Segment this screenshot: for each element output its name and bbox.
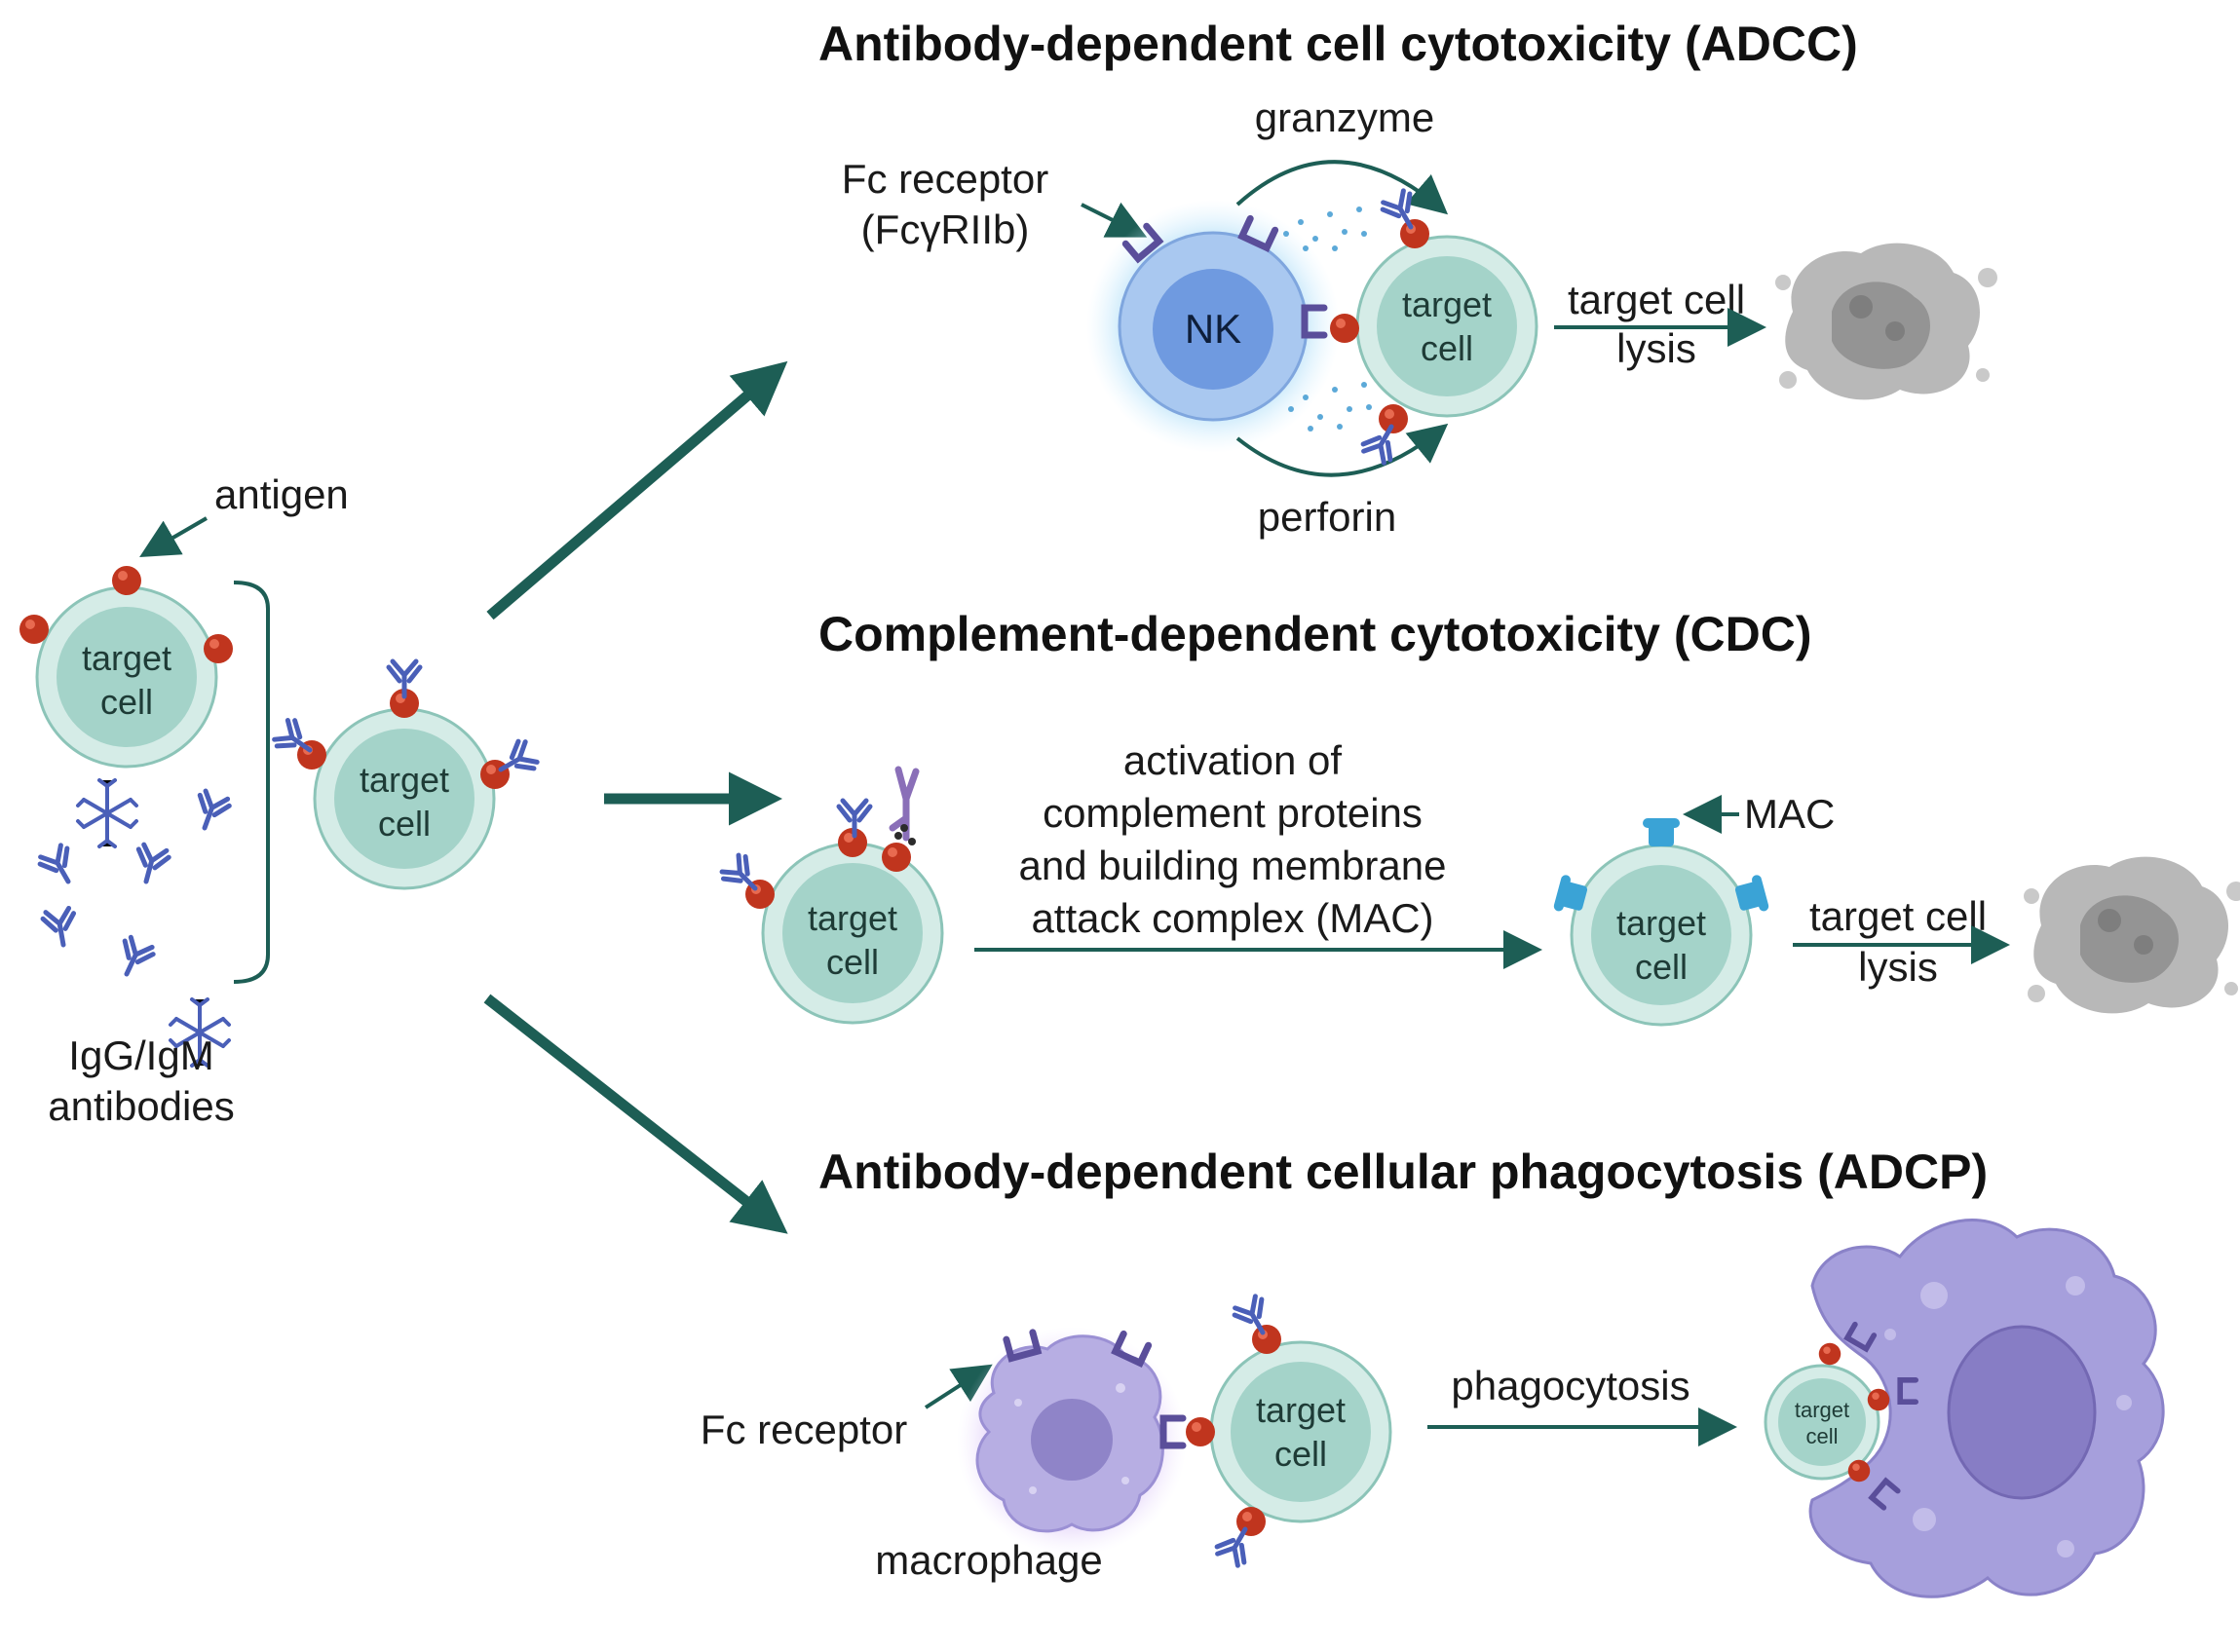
- cdc-activation-line1: activation of: [1123, 737, 1342, 783]
- nk-label: NK: [1185, 306, 1241, 352]
- mac-label: MAC: [1744, 791, 1835, 837]
- perforin-label: perforin: [1258, 494, 1396, 540]
- mac-pore-icon: [1734, 875, 1769, 912]
- cell-label-line1: target: [1616, 903, 1706, 943]
- adcc-title: Antibody-dependent cell cytotoxicity (AD…: [818, 17, 1858, 71]
- antibodies-label-line1: IgG/IgM: [68, 1032, 213, 1078]
- cdc-lysed-debris: [2024, 856, 2240, 1014]
- macrophage-cell: [957, 1327, 1187, 1557]
- cdc-lysis-label-line2: lysis: [1858, 944, 1938, 990]
- opsonized-cell: target cell: [272, 661, 539, 890]
- cdc-target-cell: target cell: [719, 766, 944, 1025]
- free-antibodies: [37, 778, 231, 1068]
- cell-label-line1: target: [1795, 1398, 1849, 1422]
- igm-icon: [76, 778, 138, 848]
- mac-pore-icon: [1643, 818, 1680, 846]
- adcc-fc-pointer-arrow: [1081, 202, 1148, 238]
- cell-label-line2: cell: [1635, 947, 1688, 987]
- macrophage-label: macrophage: [875, 1537, 1102, 1583]
- cell-label-line2: cell: [100, 682, 153, 722]
- branch-arrow-adcc: [486, 360, 788, 620]
- bracket: [233, 581, 270, 984]
- adcc-lysed-debris: [1775, 243, 1997, 400]
- adcc-fc-receptor-label-line1: Fc receptor: [842, 156, 1048, 202]
- cdc-activation-line4: attack complex (MAC): [1031, 895, 1433, 941]
- cell-label-line2: cell: [826, 942, 879, 982]
- granzyme-arrow: [1235, 160, 1449, 215]
- granzyme-label: granzyme: [1255, 94, 1434, 140]
- adcc-lysis-label-line1: target cell: [1568, 277, 1745, 322]
- cell-label-line2: cell: [1805, 1424, 1838, 1448]
- engulfing-macrophage: [1808, 1219, 2165, 1598]
- cell-label-line1: target: [82, 638, 171, 678]
- cell-label-line1: target: [1402, 284, 1492, 324]
- cdc-title: Complement-dependent cytotoxicity (CDC): [818, 607, 1812, 661]
- branch-arrow-adcp: [483, 994, 788, 1234]
- left-initial-cell: target cell: [19, 566, 233, 769]
- nk-cell: NK: [1086, 200, 1340, 453]
- phagocytosis-label: phagocytosis: [1451, 1363, 1689, 1408]
- adcp-target-cell: target cell: [1186, 1295, 1392, 1567]
- cell-label-line2: cell: [1421, 328, 1473, 368]
- antibodies-label-line2: antibodies: [48, 1083, 234, 1129]
- cdc-mac-cell: target cell: [1553, 818, 1769, 1027]
- adcc-target-cell: target cell: [1330, 189, 1538, 465]
- adcp-fc-pointer-arrow: [924, 1364, 993, 1409]
- cell-label-line2: cell: [1274, 1434, 1327, 1474]
- perforin-arrow: [1235, 423, 1449, 477]
- cell-label-line1: target: [1256, 1390, 1346, 1430]
- cell-label-line1: target: [360, 760, 449, 800]
- igm-icon: [169, 997, 231, 1068]
- adcp-fc-receptor-label: Fc receptor: [701, 1407, 907, 1452]
- antigen-label: antigen: [214, 471, 349, 517]
- granule-dots: [1283, 206, 1372, 432]
- engulfed-target-cell: target cell: [1764, 1325, 1916, 1508]
- cell-label-line1: target: [808, 898, 897, 938]
- adcp-title: Antibody-dependent cellular phagocytosis…: [818, 1145, 1988, 1199]
- c1q-complex: [889, 766, 920, 845]
- cdc-activation-line3: and building membrane: [1019, 843, 1447, 888]
- cell-label-line2: cell: [378, 804, 431, 844]
- adcc-fc-receptor-label-line2: (FcγRIIb): [861, 206, 1030, 252]
- cdc-lysis-label-line1: target cell: [1809, 893, 1987, 939]
- mac-pore-icon: [1553, 875, 1588, 912]
- adcc-lysis-label-line2: lysis: [1616, 325, 1696, 371]
- cdc-activation-line2: complement proteins: [1043, 790, 1423, 836]
- antigen-pointer-arrow: [139, 516, 209, 558]
